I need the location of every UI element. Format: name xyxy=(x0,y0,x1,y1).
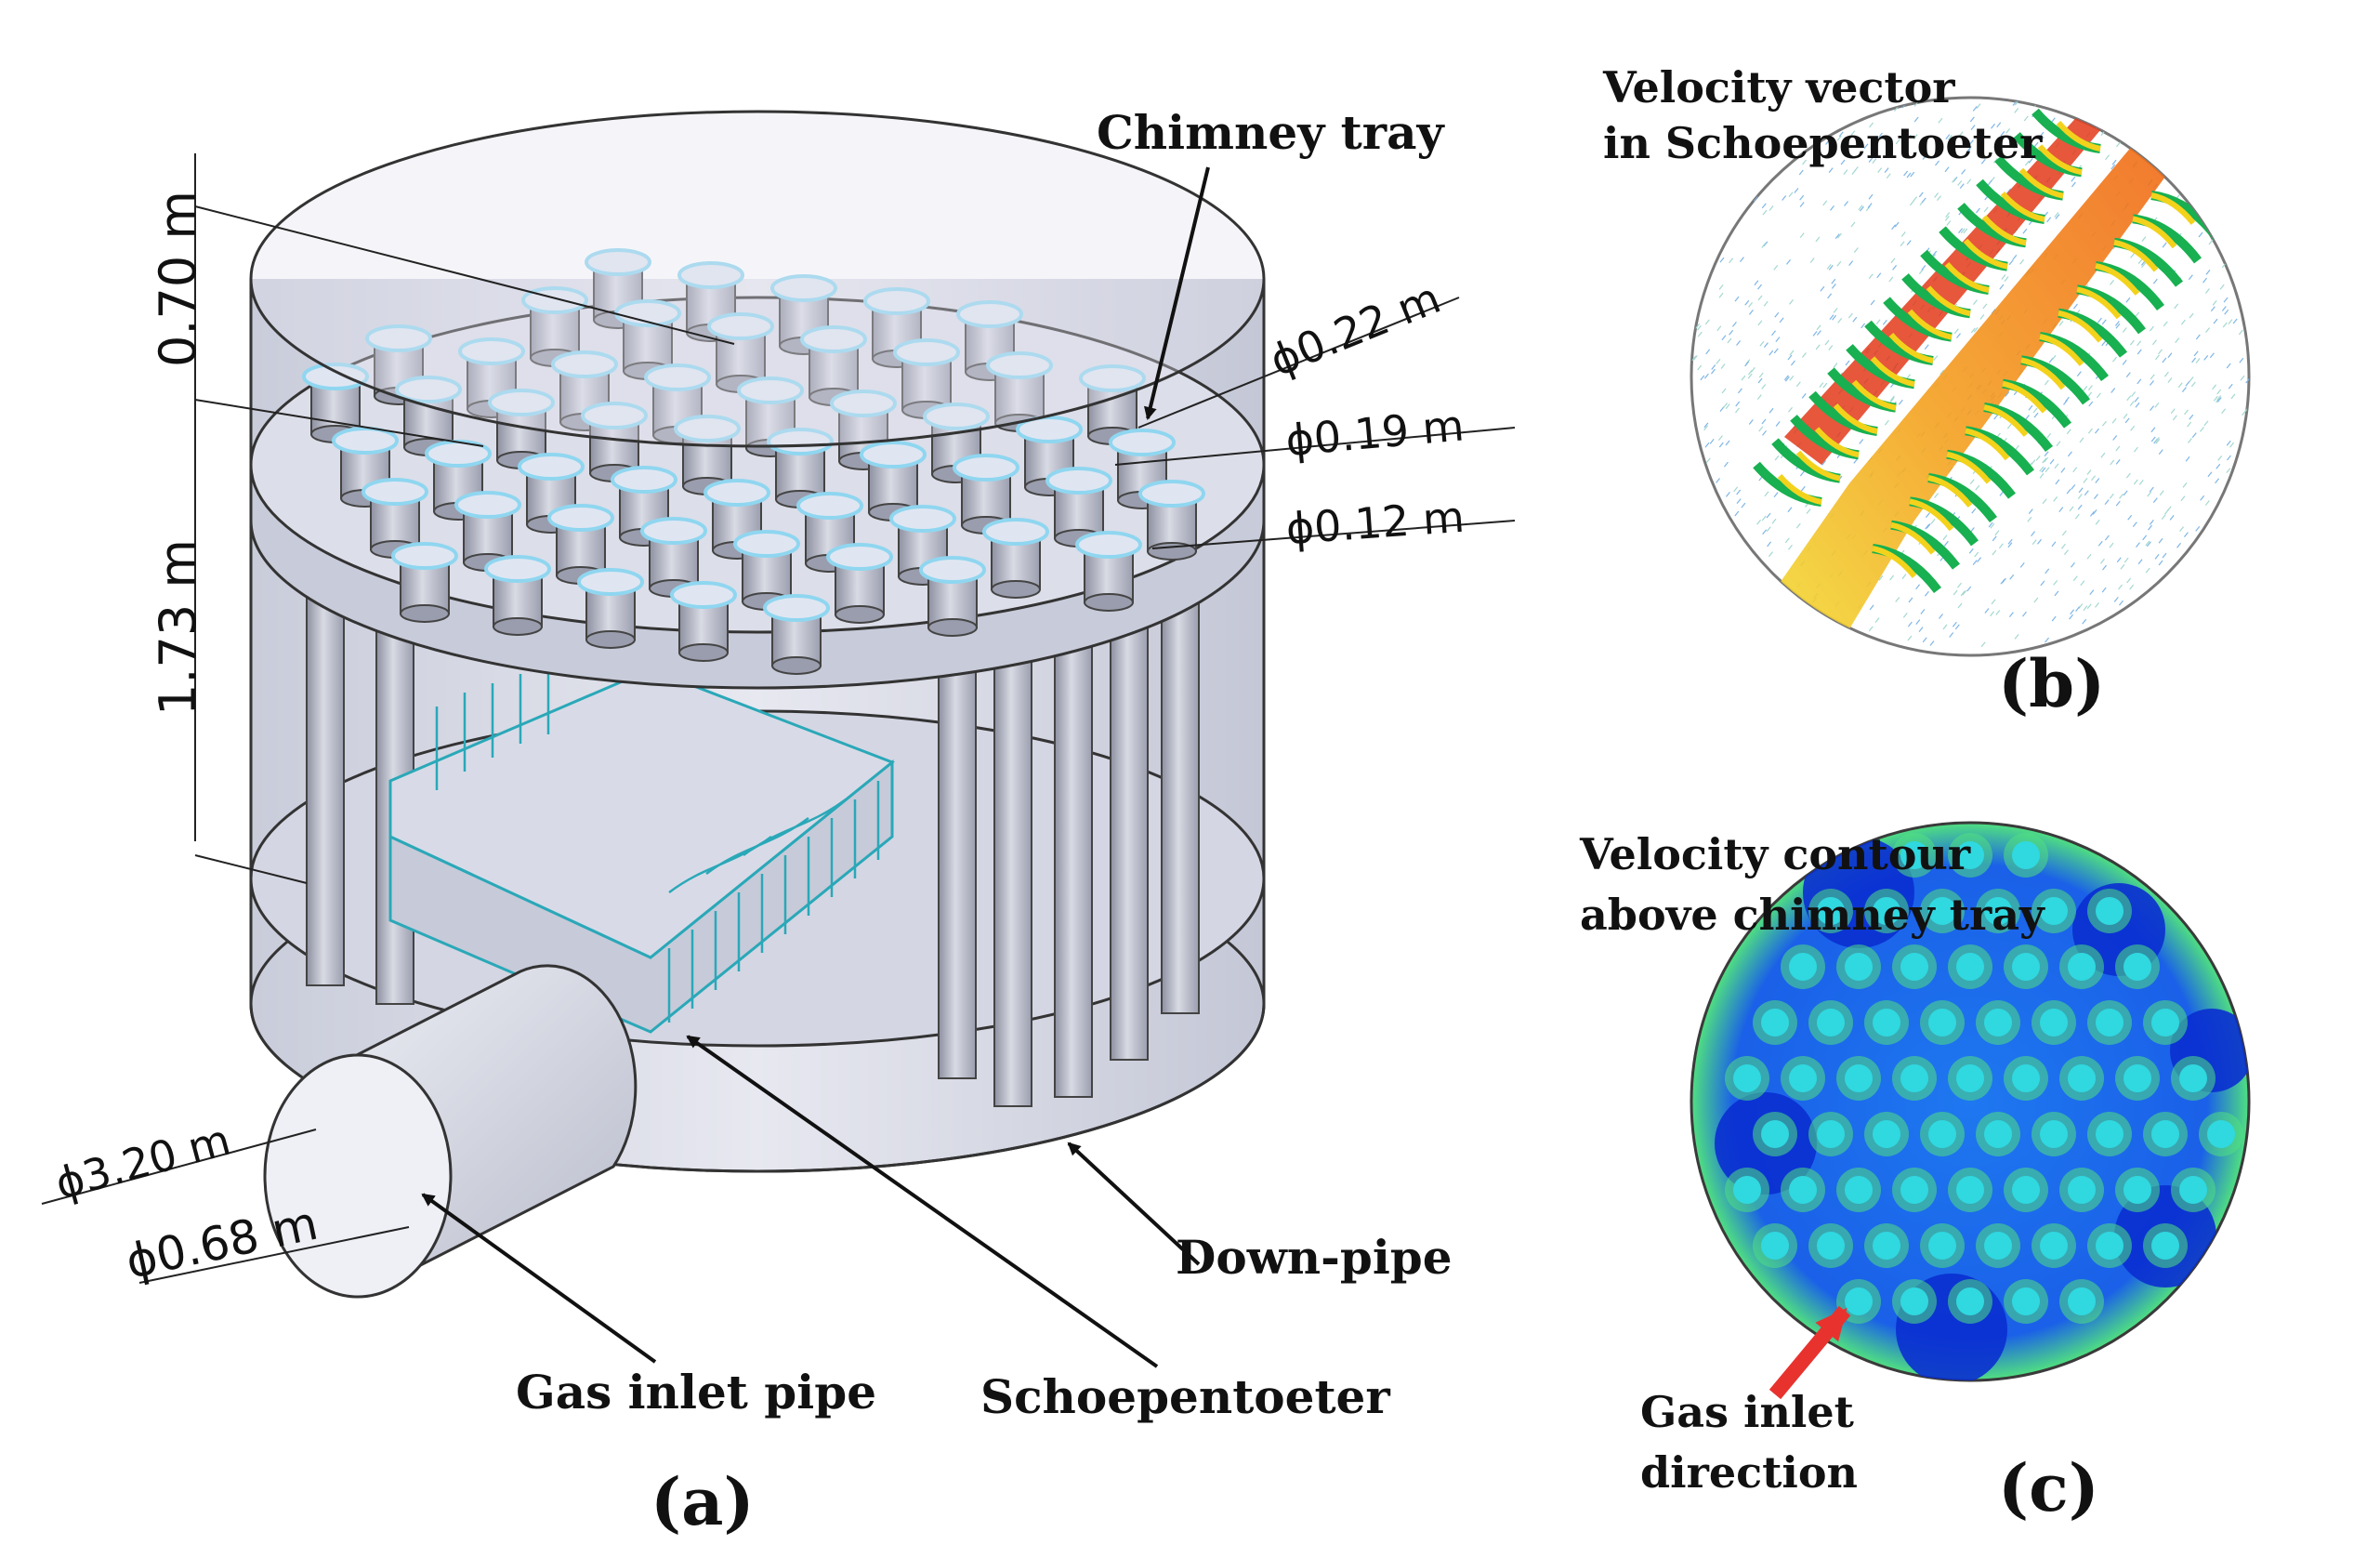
chimney xyxy=(826,543,893,624)
chimney xyxy=(547,504,614,585)
dim-column: ϕ3.20 m xyxy=(50,1115,236,1209)
panel-b-velocity-vector: Velocity vector in Schoepentoeter (b) xyxy=(1602,62,2251,722)
caption-c: (c) xyxy=(1998,1449,2099,1526)
chimney xyxy=(614,299,681,380)
label-velocity-contour-2: above chimney tray xyxy=(1580,890,2045,940)
dim-chimney-cap: ϕ0.22 m xyxy=(1263,272,1447,386)
gas-inlet-pipe-shape xyxy=(263,964,638,1299)
chimney xyxy=(982,518,1049,599)
chimney xyxy=(763,594,830,675)
chimney xyxy=(391,542,458,623)
panel-c-velocity-contour: Velocity contour above chimney tray Gas … xyxy=(1579,821,2251,1526)
gas-inlet-direction-arrow xyxy=(1769,1305,1851,1400)
schoepentoeter-device xyxy=(388,665,895,1034)
label-down-pipe: Down-pipe xyxy=(1176,1230,1453,1285)
dim-downpipe: ϕ0.12 m xyxy=(1284,492,1466,554)
chimney xyxy=(919,556,986,637)
chimney xyxy=(458,337,525,418)
label-gas-inlet-direction-2: direction xyxy=(1640,1447,1858,1498)
dim-height-top: 0.70 m xyxy=(149,191,207,367)
chimney xyxy=(484,555,551,636)
chimney xyxy=(1075,531,1142,612)
dim-chimney: ϕ0.19 m xyxy=(1283,400,1466,466)
dim-inlet: ϕ0.68 m xyxy=(121,1196,322,1289)
vector-vanes xyxy=(1753,108,2220,594)
chimney xyxy=(1138,480,1205,561)
column-top-disc xyxy=(249,110,1266,448)
caption-a: (a) xyxy=(651,1463,755,1540)
label-gas-inlet-direction-1: Gas inlet xyxy=(1640,1387,1855,1437)
chimney xyxy=(670,581,737,662)
contour-spots xyxy=(1715,833,2249,1380)
chimney xyxy=(860,441,927,522)
vector-jet-core xyxy=(1719,139,2165,655)
panel-a-vessel: 0.70 m 1.73 m ϕ0.22 m ϕ0.19 m ϕ0.12 m ϕ3… xyxy=(41,105,1516,1540)
label-schoepentoeter: Schoepentoeter xyxy=(980,1369,1390,1424)
chimney xyxy=(674,415,741,495)
label-chimney-tray: Chimney tray xyxy=(1097,105,1446,160)
dim-height-bottom: 1.73 m xyxy=(149,539,207,716)
chimney xyxy=(577,568,644,649)
dimension-lines xyxy=(41,153,1516,1284)
label-velocity-vector-2: in Schoepentoeter xyxy=(1603,118,2043,168)
label-velocity-vector-1: Velocity vector xyxy=(1602,62,1955,112)
label-gas-inlet-pipe: Gas inlet pipe xyxy=(516,1365,876,1419)
caption-b: (b) xyxy=(1998,645,2105,722)
chimney xyxy=(733,530,800,611)
leader-arrows xyxy=(421,166,1210,1368)
label-velocity-contour-1: Velocity contour xyxy=(1579,829,1971,879)
